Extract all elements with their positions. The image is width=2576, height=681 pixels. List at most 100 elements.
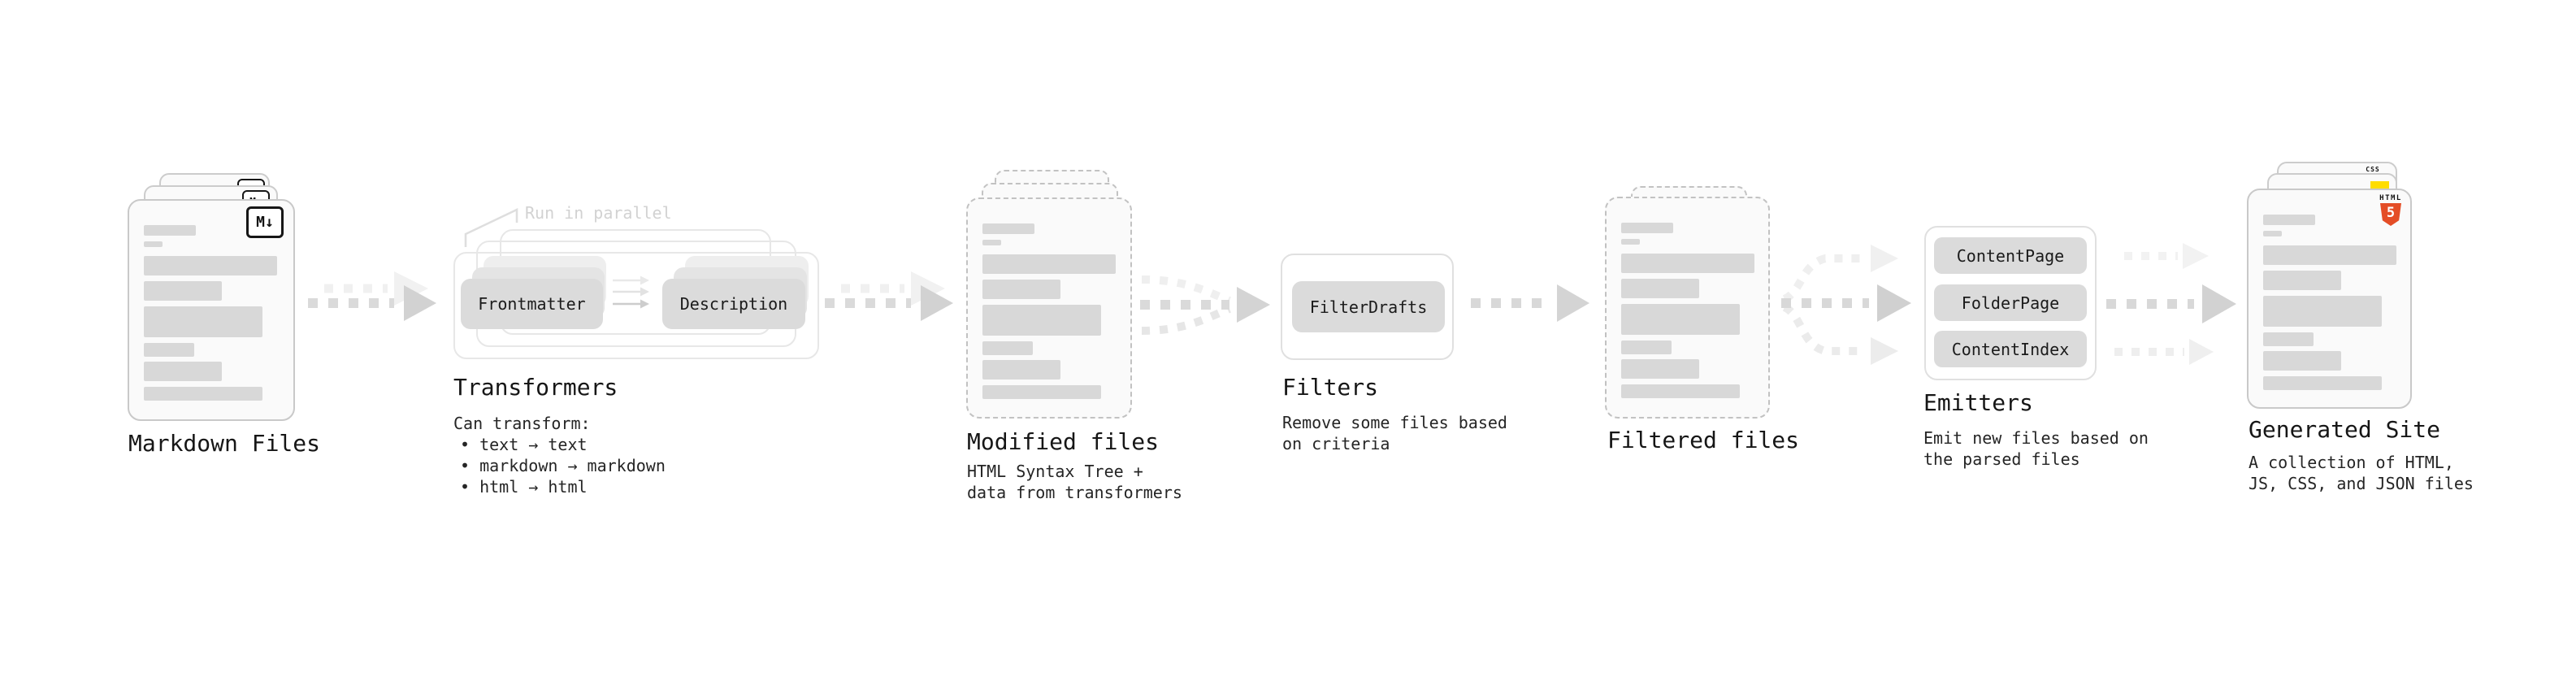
skeleton-bar xyxy=(1621,304,1740,335)
skeleton-bar xyxy=(982,305,1101,336)
arrow-dark-layer xyxy=(308,285,436,321)
modified-file-card xyxy=(966,197,1132,419)
markdown-files-label: Markdown Files xyxy=(128,430,321,457)
annotation-leader-line xyxy=(464,208,518,247)
javascript-icon xyxy=(2370,181,2389,189)
arrow-light-layer xyxy=(841,271,945,306)
skeleton-bar xyxy=(982,254,1116,274)
emitters-desc-line1: Emit new files based on xyxy=(1923,428,2149,448)
skeleton-bar xyxy=(2263,351,2341,371)
parallel-arrow-3 xyxy=(613,299,649,309)
filtered-file-card xyxy=(1605,197,1770,419)
arrow-dark-layer xyxy=(825,285,953,321)
emitters-desc-line2: the parsed files xyxy=(1923,449,2080,469)
arrow-modified-to-filters xyxy=(1140,275,1270,335)
skeleton-bar xyxy=(1621,384,1740,398)
emitters-description: Emit new files based on the parsed files xyxy=(1923,427,2149,470)
run-in-parallel-annotation: Run in parallel xyxy=(525,203,672,223)
filters-desc-line2: on criteria xyxy=(1282,434,1390,453)
skeleton-bar xyxy=(144,306,262,337)
arrow-filters-to-filtered xyxy=(1471,284,1589,322)
transform-bullet-text: • text → text xyxy=(460,435,588,454)
skeleton-bar xyxy=(2263,271,2341,290)
generated-file-card: HTML 5 xyxy=(2247,189,2412,409)
transformers-desc-title: Can transform: xyxy=(453,414,591,433)
arrow-light-layer xyxy=(324,271,428,306)
fanout-bottom xyxy=(1782,303,1898,365)
folderpage-pill: FolderPage xyxy=(1934,284,2087,321)
contentpage-pill-label: ContentPage xyxy=(1956,245,2065,266)
arrow-filtered-to-emitters xyxy=(1781,245,1911,365)
parallel-out-middle xyxy=(2106,284,2236,323)
parallel-arrow-1 xyxy=(613,275,649,285)
skeleton-bar xyxy=(982,223,1034,234)
filterdrafts-pill-label: FilterDrafts xyxy=(1309,297,1428,317)
fanout-middle xyxy=(1781,284,1911,322)
skeleton-bar xyxy=(982,240,1001,245)
parallel-arrows xyxy=(613,275,649,309)
emitters-box xyxy=(1924,226,2097,380)
skeleton-bar xyxy=(2263,376,2382,390)
skeleton-bar xyxy=(2263,296,2382,327)
generated-desc-line1: A collection of HTML, xyxy=(2249,453,2454,472)
skeleton-bar xyxy=(144,281,222,301)
generated-site-description: A collection of HTML, JS, CSS, and JSON … xyxy=(2249,452,2474,494)
transformers-description: Can transform: • text → text • markdown … xyxy=(453,413,666,497)
skeleton-bar xyxy=(982,360,1060,380)
description-pill-label: Description xyxy=(679,294,788,314)
filters-desc-line1: Remove some files based xyxy=(1282,413,1507,432)
description-pill: Description xyxy=(662,279,805,329)
folderpage-pill-label: FolderPage xyxy=(1961,293,2060,313)
parallel-out-bottom xyxy=(2114,339,2214,365)
merge-curve-bottom xyxy=(1141,305,1231,335)
modified-desc-line1: HTML Syntax Tree + xyxy=(967,462,1143,481)
modified-files-description: HTML Syntax Tree + data from transformer… xyxy=(967,461,1182,503)
skeleton-bar xyxy=(982,280,1060,299)
contentindex-pill: ContentIndex xyxy=(1934,331,2087,367)
skeleton-bar xyxy=(982,341,1033,355)
filters-description: Remove some files based on criteria xyxy=(1282,412,1507,454)
frontmatter-pill: Frontmatter xyxy=(461,279,603,329)
filterdrafts-pill: FilterDrafts xyxy=(1292,281,1445,332)
contentindex-pill-label: ContentIndex xyxy=(1951,339,2070,359)
generated-desc-line2: JS, CSS, and JSON files xyxy=(2249,474,2474,493)
skeleton-bar xyxy=(1621,254,1754,273)
markdown-icon: M↓ xyxy=(246,206,284,238)
filtered-files-label: Filtered files xyxy=(1607,427,1800,453)
skeleton-bar xyxy=(1621,359,1699,379)
transformer-box-front xyxy=(453,252,819,359)
arrow-markdown-to-transformers xyxy=(308,271,436,321)
transformers-label: Transformers xyxy=(453,374,618,401)
skeleton-bar xyxy=(144,387,262,401)
skeleton-bar xyxy=(2263,215,2315,225)
skeleton-bar xyxy=(1621,279,1699,298)
merge-curve-top xyxy=(1141,275,1231,305)
skeleton-bar xyxy=(1621,223,1673,233)
arrow-transformers-to-modified xyxy=(825,271,953,321)
skeleton-bar xyxy=(1621,340,1672,354)
arrow-emitters-to-generated xyxy=(2106,243,2236,365)
parallel-out-top xyxy=(2124,243,2209,269)
filters-box xyxy=(1281,254,1454,360)
frontmatter-pill-label: Frontmatter xyxy=(478,294,586,314)
skeleton-bar xyxy=(2263,245,2396,265)
contentpage-pill: ContentPage xyxy=(1934,237,2087,274)
html5-icon: HTML 5 xyxy=(2379,194,2402,226)
generated-site-label: Generated Site xyxy=(2249,416,2441,443)
parallel-arrow-2 xyxy=(613,287,649,297)
fanout-top xyxy=(1782,245,1898,303)
skeleton-bar xyxy=(2263,231,2282,236)
skeleton-bar xyxy=(144,343,194,357)
skeleton-bar xyxy=(144,256,277,275)
modified-desc-line2: data from transformers xyxy=(967,483,1182,502)
transform-bullet-html: • html → html xyxy=(460,477,588,497)
modified-files-label: Modified files xyxy=(967,428,1160,455)
skeleton-bar xyxy=(1621,239,1640,245)
emitters-label: Emitters xyxy=(1923,389,2033,416)
skeleton-bar xyxy=(144,362,222,381)
skeleton-bar xyxy=(982,385,1101,399)
skeleton-bar xyxy=(144,241,163,247)
filters-label: Filters xyxy=(1282,374,1379,401)
markdown-file-card: M↓ xyxy=(128,199,295,421)
